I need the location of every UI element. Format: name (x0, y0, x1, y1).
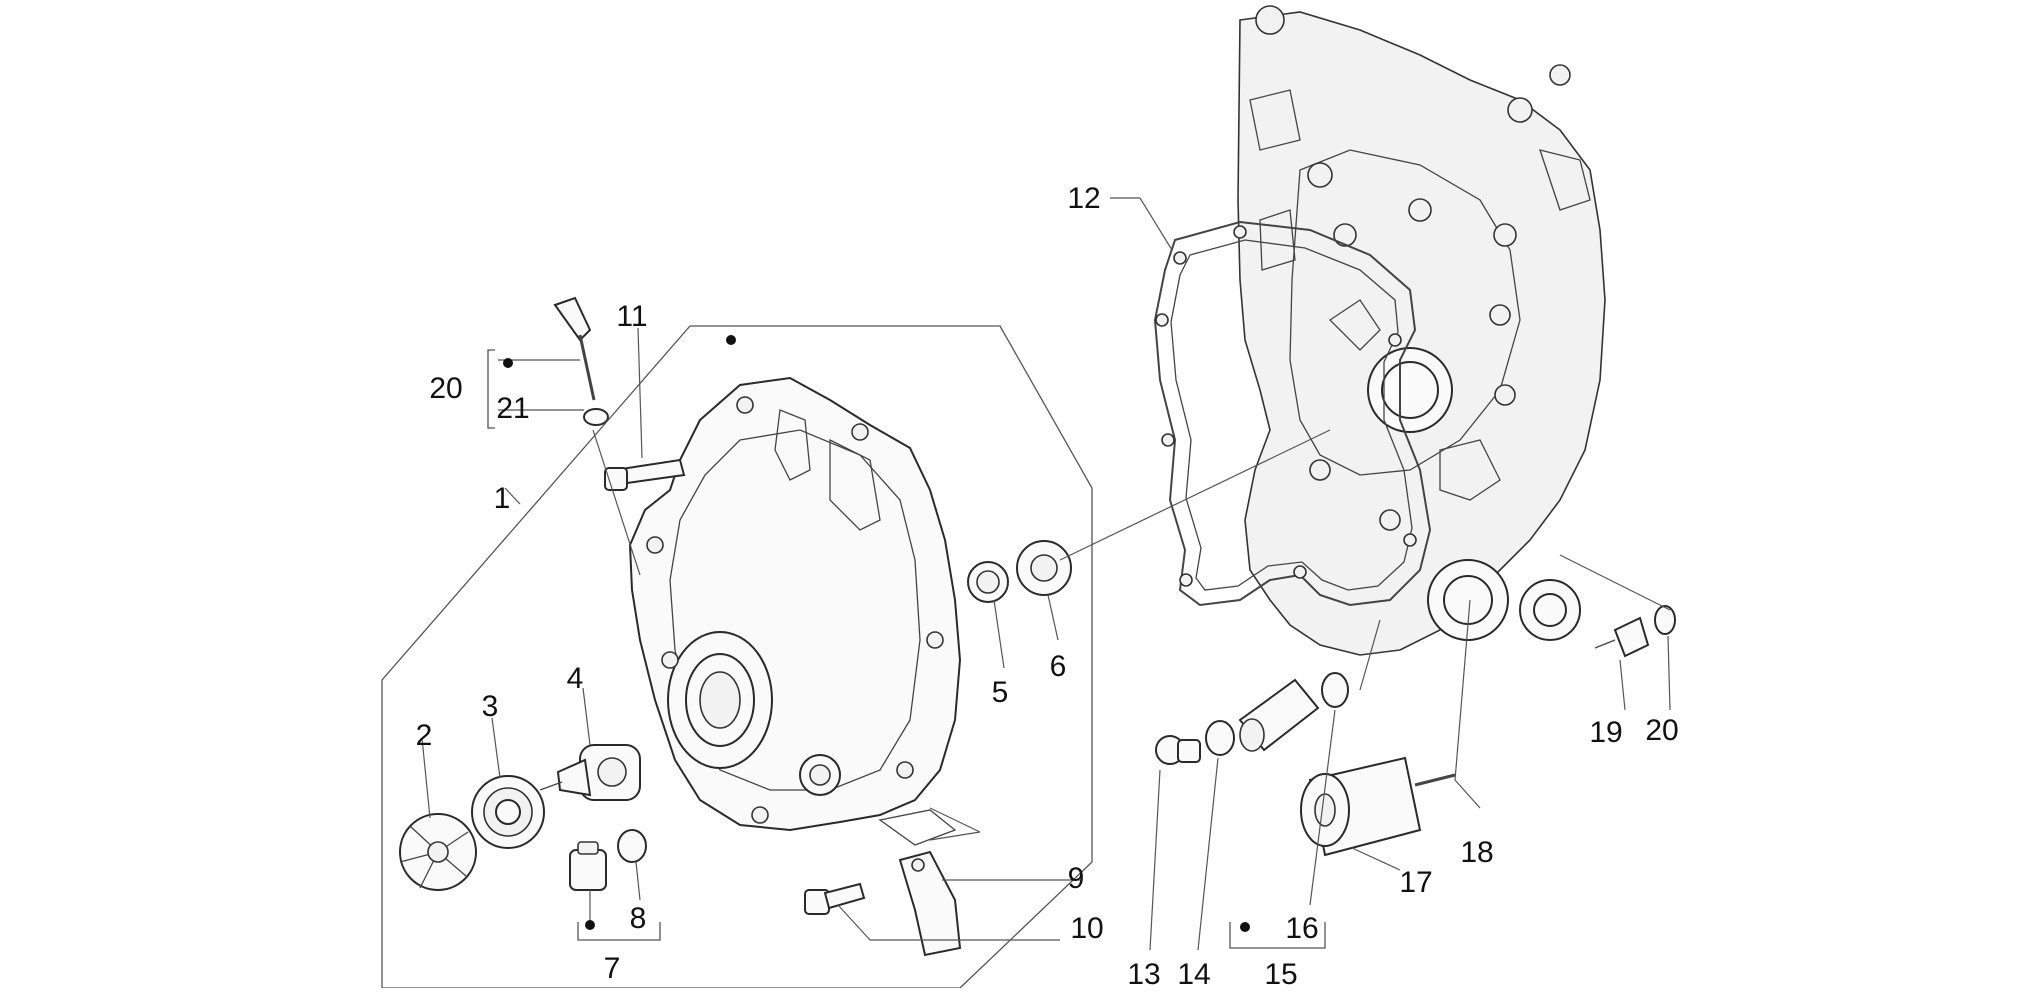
callout-2: 2 (416, 719, 433, 752)
callout-15: 15 (1264, 958, 1297, 988)
callout-18: 18 (1460, 836, 1493, 869)
callout-7: 7 (604, 952, 621, 985)
drain-plug-part (569, 829, 647, 891)
callout-labels: 1 2 3 4 5 6 7 8 9 10 11 12 13 14 15 16 1… (416, 182, 1679, 991)
pump-housing-part (471, 775, 545, 849)
callout-3: 3 (482, 690, 499, 723)
callout-9: 9 (1068, 862, 1085, 895)
seal-part-5 (967, 561, 1009, 603)
bracket-15 (1229, 922, 1326, 949)
callout-12: 12 (1067, 182, 1100, 215)
callout-4: 4 (567, 662, 584, 695)
plug-part-13 (1155, 735, 1201, 765)
dipstick-part (553, 296, 609, 426)
callout-19: 19 (1589, 716, 1622, 749)
bolt-part-10 (804, 882, 866, 915)
assembly-dots (503, 335, 1250, 932)
oil-filter-part-17 (1300, 756, 1422, 857)
callout-13: 13 (1127, 958, 1160, 988)
filter-screen-part-15 (1238, 678, 1320, 752)
callout-20-washer: 20 (1645, 714, 1678, 747)
callout-11: 11 (616, 300, 647, 333)
callout-8: 8 (630, 902, 647, 935)
o-ring-part-14 (1205, 720, 1235, 756)
stud-part-18 (1414, 773, 1456, 787)
callout-17: 17 (1399, 866, 1432, 899)
callout-20-dipstick: 20 (429, 372, 462, 405)
gasket-part (1153, 220, 1432, 607)
callout-6: 6 (1050, 650, 1067, 683)
bracket-part-9 (898, 850, 962, 957)
callout-10: 10 (1070, 912, 1103, 945)
bracket-20-21 (487, 349, 495, 429)
flywheel-cover-part (628, 376, 962, 846)
callout-21: 21 (496, 392, 529, 425)
callout-14: 14 (1177, 958, 1210, 988)
sensor-part-19 (1594, 616, 1650, 658)
callout-16: 16 (1285, 912, 1318, 945)
bracket-7 (577, 922, 661, 941)
o-ring-part-16 (1321, 672, 1349, 708)
washer-part-20 (1654, 605, 1676, 635)
impeller-part (399, 813, 477, 891)
callout-5: 5 (992, 676, 1009, 709)
pump-shaft-part (539, 744, 641, 801)
callout-1: 1 (494, 482, 511, 515)
engine-crankcase (1237, 5, 1606, 656)
bearing-part-6 (1016, 540, 1072, 596)
leader-lines (421, 197, 1671, 951)
